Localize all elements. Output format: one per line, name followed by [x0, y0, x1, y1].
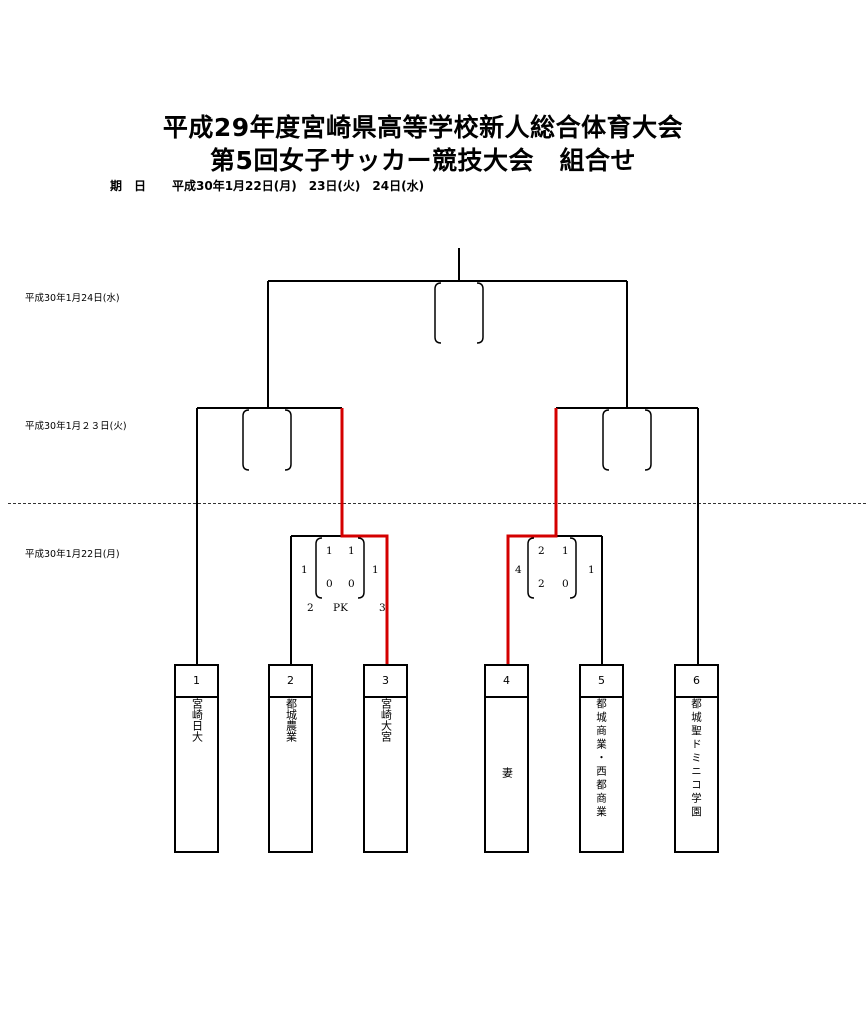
matchA-pk-label: PK — [333, 602, 348, 614]
round-label-semi: 平成30年1月２３日(火) — [25, 421, 127, 432]
matchB-h2-left: 2 — [538, 578, 545, 590]
team-box-2: 2 都城農業 — [268, 664, 313, 853]
bracket-lines — [196, 248, 699, 664]
matchA-h1-right: 1 — [348, 545, 355, 557]
matchA-pk-left: 2 — [307, 602, 314, 614]
matchA-pk-right: 3 — [379, 602, 386, 614]
team-name: 都城商業・西都商業 — [595, 698, 607, 820]
matchA-h1-left: 1 — [326, 545, 333, 557]
dates-label: 期 日 — [110, 179, 147, 193]
final-score-bracket-left — [434, 282, 442, 344]
matchA-right-total: 1 — [372, 564, 379, 576]
team-number: 2 — [270, 666, 311, 698]
day-divider — [8, 503, 866, 504]
winner-path-team3 — [340, 408, 389, 664]
team-name: 都城農業 — [284, 698, 298, 742]
team-number: 1 — [176, 666, 217, 698]
score-brackets — [242, 282, 652, 599]
matchB-right-total: 1 — [588, 564, 595, 576]
matchB-bracket-left — [527, 537, 535, 599]
matchA-h2-right: 0 — [348, 578, 355, 590]
matchB-h1-left: 2 — [538, 545, 545, 557]
semiR-bracket-right — [644, 409, 652, 471]
title-line-2: 第5回女子サッカー競技大会 組合せ — [210, 146, 636, 175]
matchB-h2-right: 0 — [562, 578, 569, 590]
semiL-bracket-right — [284, 409, 292, 471]
winner-path-team4 — [506, 408, 558, 664]
team-number: 6 — [676, 666, 717, 698]
matchB-h1-right: 1 — [562, 545, 569, 557]
semiL-bracket-left — [242, 409, 250, 471]
round-label-final: 平成30年1月24日(水) — [25, 293, 120, 304]
matchB-bracket-right — [569, 537, 577, 599]
winner-lines — [340, 408, 558, 664]
matchA-bracket-left — [315, 537, 323, 599]
team-box-6: 6 都城聖ドミニコ学園 — [674, 664, 719, 853]
team-box-3: 3 宮崎大宮 — [363, 664, 408, 853]
title-line-1: 平成29年度宮崎県高等学校新人総合体育大会 — [162, 113, 684, 142]
semiR-bracket-left — [602, 409, 610, 471]
team-box-4: 4 妻 — [484, 664, 529, 853]
team-name: 都城聖ドミニコ学園 — [690, 698, 702, 820]
team-box-5: 5 都城商業・西都商業 — [579, 664, 624, 853]
team-name: 妻 — [500, 767, 514, 778]
matchB-left-total: 4 — [515, 564, 522, 576]
matchA-left-total: 1 — [301, 564, 308, 576]
final-score-bracket-right — [476, 282, 484, 344]
matchA-bracket-right — [357, 537, 365, 599]
matchA-h2-left: 0 — [326, 578, 333, 590]
dates-value: 平成30年1月22日(月) 23日(火) 24日(水) — [172, 179, 425, 193]
round-label-first: 平成30年1月22日(月) — [25, 549, 120, 560]
team-number: 3 — [365, 666, 406, 698]
team-box-1: 1 宮崎日大 — [174, 664, 219, 853]
team-number: 5 — [581, 666, 622, 698]
team-number: 4 — [486, 666, 527, 698]
team-name: 宮崎大宮 — [379, 698, 393, 742]
team-name: 宮崎日大 — [190, 698, 204, 742]
